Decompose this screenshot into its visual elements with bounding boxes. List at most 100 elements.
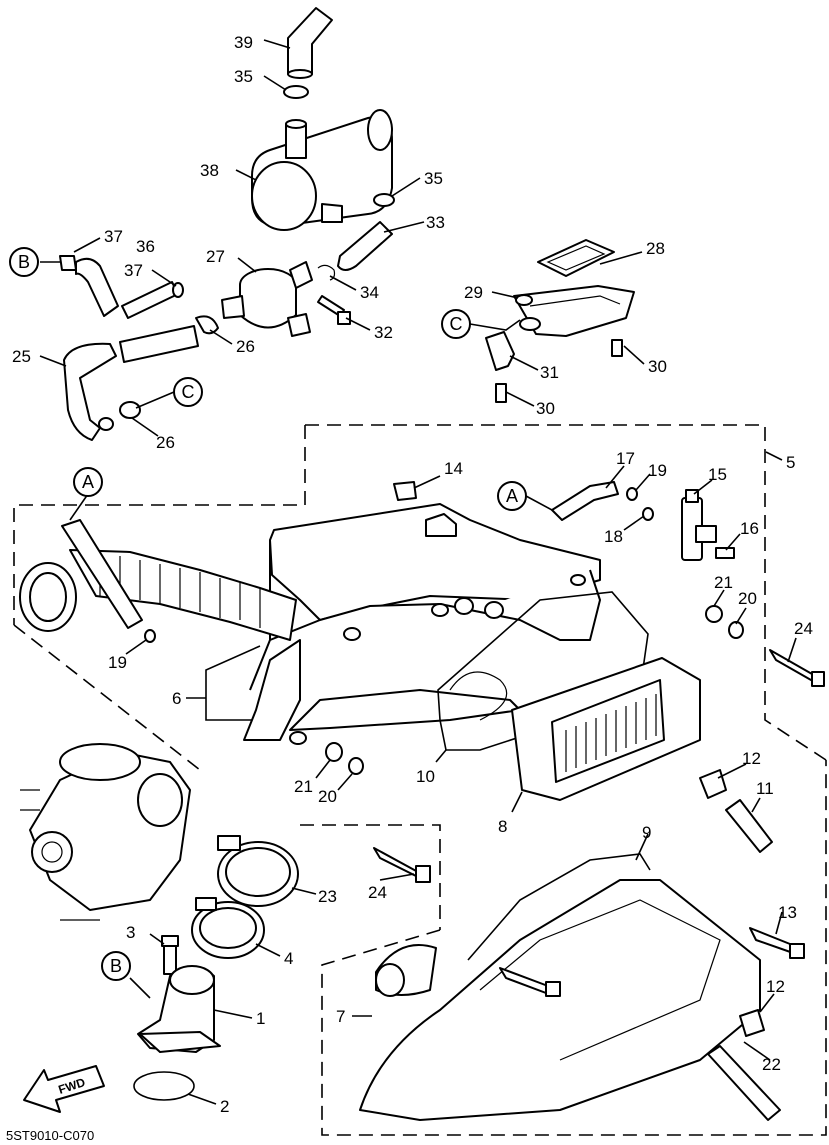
part-label: 5	[786, 453, 795, 472]
reference-marker-A-left	[73, 467, 103, 497]
marker-text-B-upper: B	[18, 252, 30, 272]
clamp-35-upper	[283, 85, 309, 99]
part-label: 39	[234, 33, 253, 52]
leader-lines	[39, 39, 797, 1105]
fwd-arrow-icon: FWD	[23, 1065, 105, 1113]
hose-39	[287, 7, 333, 79]
part-label: 20	[318, 787, 337, 806]
reference-marker-B-upper	[9, 247, 39, 277]
canister-38	[251, 109, 393, 231]
part-label: 19	[108, 653, 127, 672]
screw-3	[161, 935, 179, 975]
marker-text-C-left: C	[182, 382, 195, 402]
filter-element-8	[511, 657, 701, 801]
part-label: 7	[336, 1007, 345, 1026]
part-label: 18	[604, 527, 623, 546]
part-number-labels: 39 35 38 35 33 37 36 37 27 34 32 26 25 2…	[12, 33, 813, 1116]
part-label: 12	[742, 749, 761, 768]
part-label: 21	[714, 573, 733, 592]
reference-marker-C-right	[441, 309, 471, 339]
bolt-16	[715, 547, 735, 559]
hose-37	[121, 281, 184, 319]
part-label: 28	[646, 239, 665, 258]
part-label: 30	[536, 399, 555, 418]
part-label: 37	[124, 261, 143, 280]
tube-11	[725, 799, 773, 853]
sensor-15	[681, 489, 717, 561]
cover-7	[359, 879, 761, 1121]
part-label: 25	[12, 347, 31, 366]
reference-marker-C-left	[173, 377, 203, 407]
bolt-24-left	[373, 847, 431, 883]
part-label: 36	[136, 237, 155, 256]
part-label: 10	[416, 767, 435, 786]
bolt-32	[317, 295, 351, 325]
part-label: 35	[234, 67, 253, 86]
part-label: 8	[498, 817, 507, 836]
bolt-30-right	[611, 339, 623, 357]
part-label: 27	[206, 247, 225, 266]
bolt-24-right	[769, 649, 825, 687]
part-label: 35	[424, 169, 443, 188]
reference-markers: B C C A A B	[9, 247, 527, 981]
part-label: 13	[778, 903, 797, 922]
part-label: 33	[426, 213, 445, 232]
joint-1	[137, 965, 221, 1053]
screw-cover-left	[499, 967, 561, 997]
part-label: 21	[294, 777, 313, 796]
reference-marker-B-lower	[101, 951, 131, 981]
part-label: 20	[738, 589, 757, 608]
seal-28	[537, 239, 615, 277]
clip-14	[393, 481, 417, 501]
carburetor	[20, 743, 191, 921]
part-label: 26	[236, 337, 255, 356]
clamp-4	[191, 897, 265, 959]
part-label: 29	[464, 283, 483, 302]
gasket-9	[467, 853, 651, 961]
clip-12-upper	[699, 769, 727, 799]
screw-13	[749, 927, 805, 959]
hose-36	[75, 257, 119, 317]
o-ring-2	[133, 1071, 195, 1101]
marker-text-C-right: C	[450, 314, 463, 334]
bolt-30-left	[495, 383, 507, 403]
part-label: 38	[200, 161, 219, 180]
marker-text-A-right: A	[506, 486, 518, 506]
collar-21-left	[325, 742, 343, 762]
hose-33	[337, 221, 393, 271]
marker-text-A-left: A	[82, 472, 94, 492]
part-label: 23	[318, 887, 337, 906]
collar-20-right	[728, 621, 744, 639]
grommet-19-right	[626, 487, 638, 501]
part-label: 30	[648, 357, 667, 376]
part-label: 34	[360, 283, 379, 302]
airbox-case-6	[243, 503, 601, 745]
part-label: 22	[762, 1055, 781, 1074]
clip-12-lower	[739, 1009, 765, 1037]
drawing-code: 5ST9010-C070	[6, 1128, 94, 1143]
clamp-26-lower	[119, 401, 141, 419]
part-label: 1	[256, 1009, 265, 1028]
assembly-boundary-lines	[13, 424, 827, 1136]
grommet-19-left	[144, 629, 156, 643]
part-label: 26	[156, 433, 175, 452]
part-label: 12	[766, 977, 785, 996]
part-label: 15	[708, 465, 727, 484]
collar-20-left	[348, 757, 364, 775]
reference-marker-A-right	[497, 481, 527, 511]
clamp-35-right	[373, 193, 395, 207]
part-label: 11	[756, 779, 774, 798]
bracket-31	[485, 331, 515, 371]
cover-29	[513, 285, 635, 337]
hose-upper-26	[119, 315, 219, 363]
part-label: 19	[648, 461, 667, 480]
part-label: 6	[172, 689, 181, 708]
part-label: 17	[616, 449, 635, 468]
part-label: 4	[284, 949, 293, 968]
part-label: 31	[540, 363, 559, 382]
part-label: 14	[444, 459, 463, 478]
part-label: 9	[642, 823, 651, 842]
part-label: 24	[368, 883, 387, 902]
